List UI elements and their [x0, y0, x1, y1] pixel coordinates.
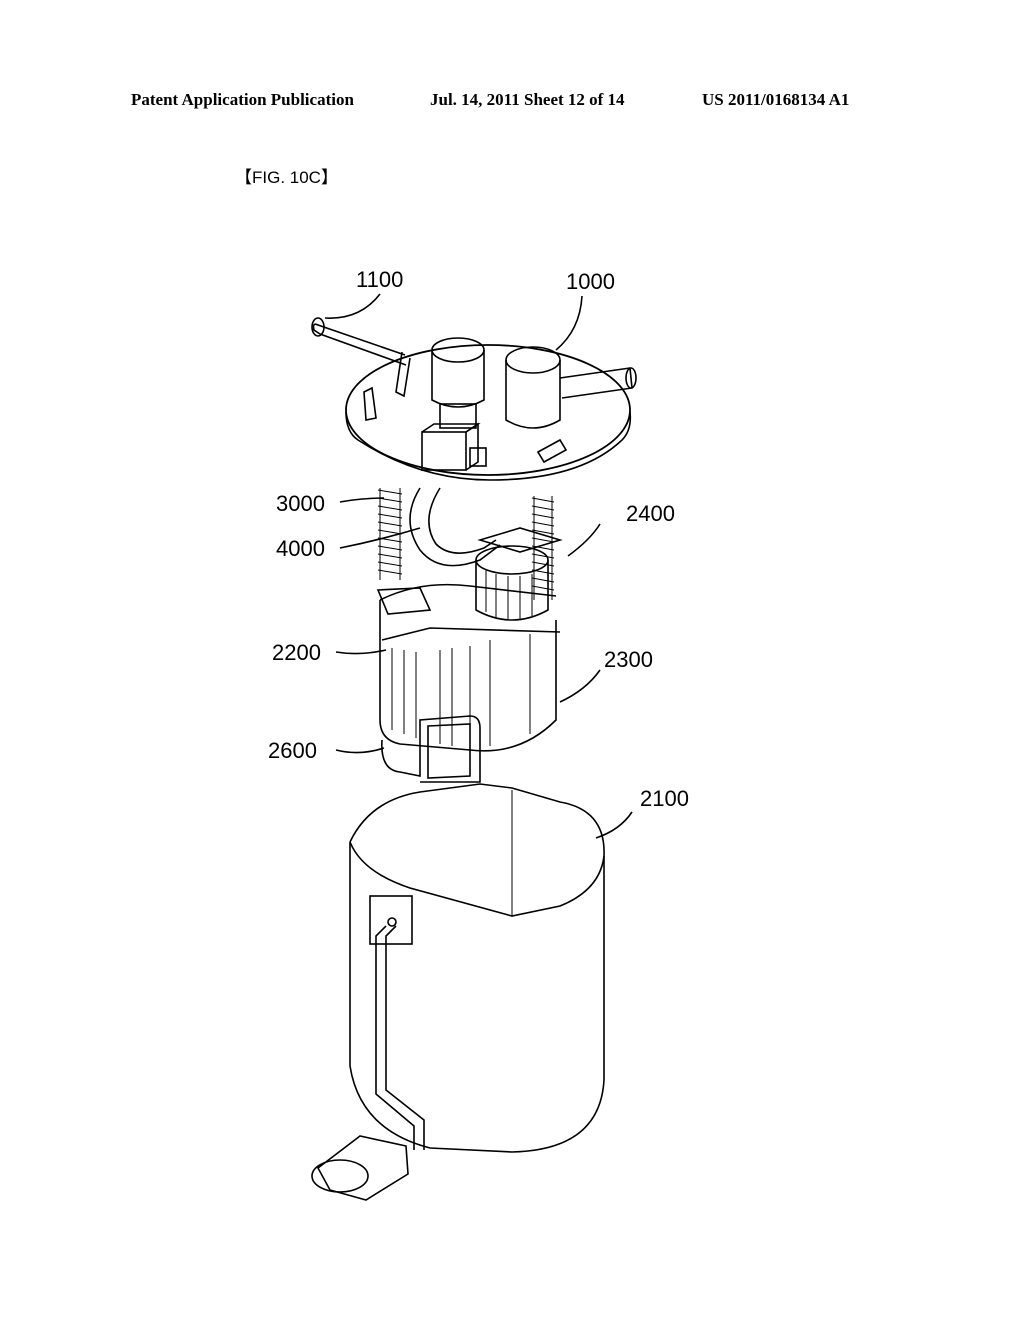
- reservoir-cup: [311, 783, 605, 1201]
- leader-3000: [339, 497, 385, 503]
- leader-2600: [335, 747, 385, 754]
- ref-2200: 2200: [272, 640, 321, 665]
- base-bracket: [381, 715, 481, 783]
- leader-2400: [567, 523, 601, 557]
- leader-1000: [555, 295, 583, 351]
- ref-3000: 3000: [276, 491, 325, 516]
- leader-1100: [324, 293, 381, 319]
- top-fittings: [421, 337, 637, 471]
- leader-2100: [595, 811, 633, 839]
- ref-2100: 2100: [640, 786, 689, 811]
- leader-2200: [335, 649, 387, 655]
- ref-1100: 1100: [356, 267, 403, 292]
- hose: [409, 487, 501, 567]
- ref-4000: 4000: [276, 536, 325, 561]
- ref-2600: 2600: [268, 738, 317, 763]
- leader-lines: [324, 293, 633, 839]
- flange-plate: [345, 344, 632, 481]
- figure-label: 【FIG. 10C】: [235, 168, 338, 187]
- header-publication-type: Patent Application Publication: [131, 90, 354, 109]
- pump-module-body: [376, 527, 563, 752]
- leader-2300: [559, 669, 601, 703]
- leader-4000: [339, 527, 421, 549]
- ref-2300: 2300: [604, 647, 653, 672]
- guide-springs: [377, 488, 555, 600]
- ref-2400: 2400: [626, 501, 675, 526]
- header-date-sheet: Jul. 14, 2011 Sheet 12 of 14: [430, 90, 625, 109]
- header-publication-number: US 2011/0168134 A1: [702, 90, 850, 109]
- ref-1000: 1000: [566, 269, 615, 294]
- outlet-pipe: [311, 317, 411, 398]
